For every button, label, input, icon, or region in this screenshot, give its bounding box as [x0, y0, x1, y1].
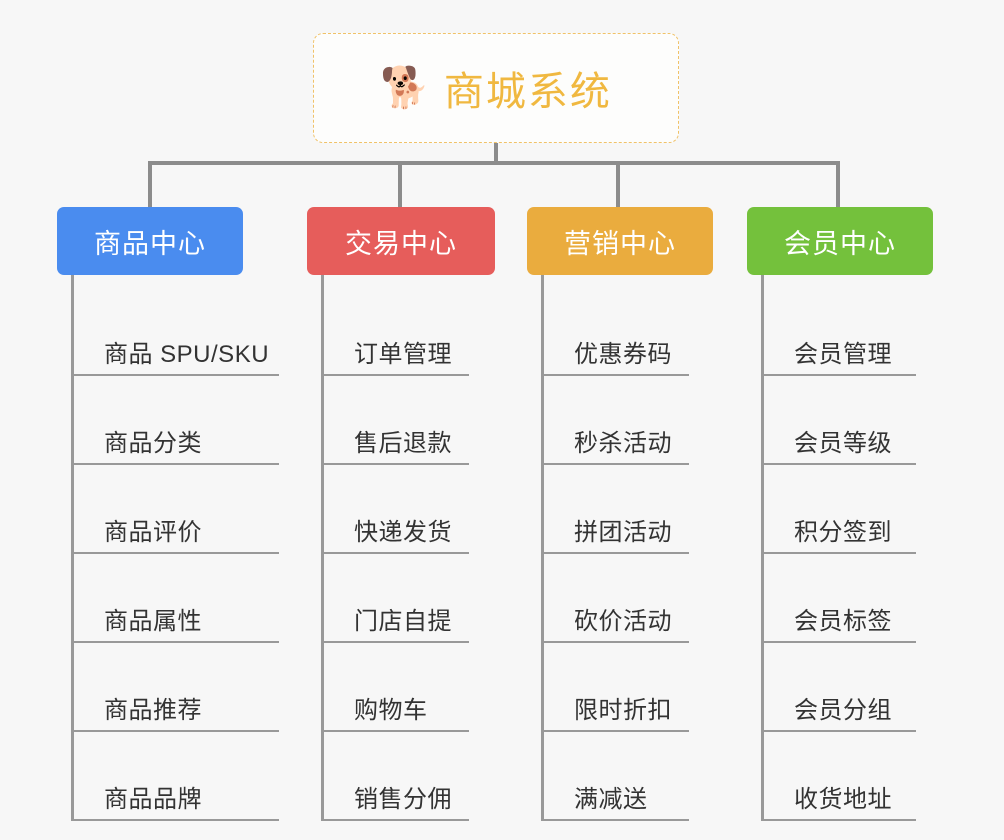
leaf-underline: 收货地址 — [764, 779, 916, 821]
leaf-underline: 秒杀活动 — [544, 423, 689, 465]
leaf-underline: 会员标签 — [764, 601, 916, 643]
leaf-underline: 销售分佣 — [324, 779, 469, 821]
leaf-label: 销售分佣 — [354, 786, 452, 813]
branch-connector-0 — [148, 161, 152, 207]
leaf-list-member: 会员管理 会员等级 积分签到 会员标签 会员分组 — [761, 275, 952, 821]
list-item[interactable]: 商品属性 — [74, 554, 287, 643]
leaf-underline: 商品品牌 — [74, 779, 279, 821]
leaf-label: 秒杀活动 — [574, 430, 672, 457]
branch-column-marketing: 营销中心 优惠券码 秒杀活动 拼团活动 砍价活动 — [527, 207, 727, 821]
list-item[interactable]: 会员等级 — [764, 376, 952, 465]
list-item[interactable]: 优惠券码 — [544, 287, 727, 376]
leaf-underline: 售后退款 — [324, 423, 469, 465]
list-item[interactable]: 会员标签 — [764, 554, 952, 643]
leaf-label: 商品品牌 — [104, 786, 202, 813]
leaf-underline: 会员等级 — [764, 423, 916, 465]
leaf-underline: 会员管理 — [764, 334, 916, 376]
leaf-list-product: 商品 SPU/SKU 商品分类 商品评价 商品属性 商品推荐 — [71, 275, 287, 821]
list-item[interactable]: 商品 SPU/SKU — [74, 287, 287, 376]
list-item[interactable]: 积分签到 — [764, 465, 952, 554]
leaf-label: 商品属性 — [104, 608, 202, 635]
branch-column-member: 会员中心 会员管理 会员等级 积分签到 会员标签 — [747, 207, 952, 821]
horizontal-bus-connector — [150, 161, 840, 165]
branch-header-label: 会员中心 — [784, 228, 896, 259]
list-item[interactable]: 门店自提 — [324, 554, 512, 643]
list-item[interactable]: 快递发货 — [324, 465, 512, 554]
branch-column-product: 商品中心 商品 SPU/SKU 商品分类 商品评价 商品属性 — [57, 207, 287, 821]
leaf-label: 门店自提 — [354, 608, 452, 635]
leaf-list-marketing: 优惠券码 秒杀活动 拼团活动 砍价活动 限时折扣 — [541, 275, 727, 821]
branch-header-member[interactable]: 会员中心 — [747, 207, 933, 275]
leaf-underline: 购物车 — [324, 690, 469, 732]
leaf-underline: 优惠券码 — [544, 334, 689, 376]
branch-header-marketing[interactable]: 营销中心 — [527, 207, 713, 275]
branch-header-label: 交易中心 — [345, 228, 457, 259]
leaf-list-trade: 订单管理 售后退款 快递发货 门店自提 购物车 — [321, 275, 512, 821]
list-item[interactable]: 会员分组 — [764, 643, 952, 732]
list-item[interactable]: 限时折扣 — [544, 643, 727, 732]
trunk-connector — [494, 143, 498, 163]
leaf-label: 会员管理 — [794, 341, 892, 368]
leaf-label: 优惠券码 — [574, 341, 672, 368]
leaf-label: 收货地址 — [794, 786, 892, 813]
list-item[interactable]: 秒杀活动 — [544, 376, 727, 465]
list-item[interactable]: 商品分类 — [74, 376, 287, 465]
list-item[interactable]: 砍价活动 — [544, 554, 727, 643]
leaf-underline: 满减送 — [544, 779, 689, 821]
leaf-underline: 砍价活动 — [544, 601, 689, 643]
list-item[interactable]: 订单管理 — [324, 287, 512, 376]
leaf-label: 商品 SPU/SKU — [104, 341, 270, 368]
root-title: 商城系统 — [443, 70, 612, 114]
leaf-label: 商品推荐 — [104, 697, 202, 724]
leaf-underline: 商品 SPU/SKU — [74, 334, 279, 376]
root-node[interactable]: 🐕 商城系统 — [313, 33, 679, 143]
leaf-label: 售后退款 — [354, 430, 452, 457]
branch-header-product[interactable]: 商品中心 — [57, 207, 243, 275]
leaf-label: 积分签到 — [794, 519, 892, 546]
leaf-label: 商品分类 — [104, 430, 202, 457]
list-item[interactable]: 商品品牌 — [74, 732, 287, 821]
leaf-label: 满减送 — [574, 786, 648, 813]
leaf-underline: 商品分类 — [74, 423, 279, 465]
list-item[interactable]: 购物车 — [324, 643, 512, 732]
list-item[interactable]: 满减送 — [544, 732, 727, 821]
leaf-underline: 商品评价 — [74, 512, 279, 554]
list-item[interactable]: 商品推荐 — [74, 643, 287, 732]
shiba-dog-icon: 🐕 — [380, 66, 430, 110]
branch-header-trade[interactable]: 交易中心 — [307, 207, 495, 275]
leaf-underline: 会员分组 — [764, 690, 916, 732]
leaf-underline: 订单管理 — [324, 334, 469, 376]
leaf-underline: 商品推荐 — [74, 690, 279, 732]
list-item[interactable]: 销售分佣 — [324, 732, 512, 821]
leaf-label: 砍价活动 — [574, 608, 672, 635]
leaf-label: 快递发货 — [354, 519, 452, 546]
list-item[interactable]: 拼团活动 — [544, 465, 727, 554]
leaf-label: 限时折扣 — [574, 697, 672, 724]
leaf-underline: 门店自提 — [324, 601, 469, 643]
branch-header-label: 商品中心 — [94, 228, 206, 259]
branch-connector-2 — [616, 161, 620, 207]
leaf-underline: 商品属性 — [74, 601, 279, 643]
leaf-label: 购物车 — [354, 697, 428, 724]
leaf-underline: 限时折扣 — [544, 690, 689, 732]
branch-header-label: 营销中心 — [564, 228, 676, 259]
leaf-label: 拼团活动 — [574, 519, 672, 546]
leaf-underline: 积分签到 — [764, 512, 916, 554]
leaf-label: 会员标签 — [794, 608, 892, 635]
leaf-underline: 快递发货 — [324, 512, 469, 554]
branch-connector-3 — [836, 161, 840, 207]
list-item[interactable]: 售后退款 — [324, 376, 512, 465]
leaf-label: 商品评价 — [104, 519, 202, 546]
list-item[interactable]: 会员管理 — [764, 287, 952, 376]
leaf-underline: 拼团活动 — [544, 512, 689, 554]
list-item[interactable]: 收货地址 — [764, 732, 952, 821]
leaf-label: 会员等级 — [794, 430, 892, 457]
branch-column-trade: 交易中心 订单管理 售后退款 快递发货 门店自提 — [307, 207, 512, 821]
list-item[interactable]: 商品评价 — [74, 465, 287, 554]
branch-connector-1 — [398, 161, 402, 207]
leaf-label: 订单管理 — [354, 341, 452, 368]
leaf-label: 会员分组 — [794, 697, 892, 724]
